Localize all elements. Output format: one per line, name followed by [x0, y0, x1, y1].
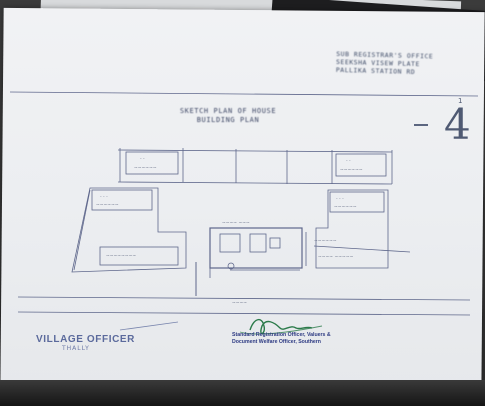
top-rule-line — [9, 91, 479, 97]
seal-line: Document Welfare Officer, Southern — [232, 339, 321, 345]
right-plot-outline — [315, 189, 389, 269]
signature-stroke — [249, 319, 313, 335]
svg-text:~~~~~~: ~~~~~~ — [96, 203, 119, 208]
house-outline — [209, 227, 303, 269]
svg-text:~~~~~~: ~~~~~~ — [134, 166, 157, 171]
svg-text:- -: - - — [346, 159, 351, 164]
right-road-line — [313, 245, 411, 253]
building-block-left — [125, 151, 179, 175]
svg-text:~~~~~~: ~~~~~~ — [334, 205, 357, 210]
table-edge — [0, 380, 485, 406]
building-block-right — [335, 153, 387, 177]
svg-text:~~~~~~~~: ~~~~~~~~ — [106, 254, 136, 259]
house-room — [249, 233, 267, 253]
top-block-row-edge — [117, 149, 393, 153]
plan-title-line: SKETCH PLAN OF HOUSE — [179, 107, 277, 115]
svg-text:~~~~ ~~~: ~~~~ ~~~ — [222, 221, 250, 226]
svg-text:- -: - - — [140, 157, 145, 162]
page-number-small: 1 — [458, 97, 463, 105]
village-officer-place: THALLY — [62, 345, 90, 352]
village-officer-title: VILLAGE OFFICER — [36, 334, 135, 345]
svg-text:- - -: - - - — [100, 195, 108, 200]
bottom-rule-line — [17, 296, 471, 301]
svg-text:- - -: - - - — [336, 197, 344, 202]
svg-text:~~~~ ~~~~~: ~~~~ ~~~~~ — [318, 255, 354, 260]
top-block-row-edge — [117, 181, 393, 185]
house-room — [269, 237, 281, 249]
seal-line: Standard Registration Officer, Valuers & — [232, 332, 331, 338]
plan-title-line: BUILDING PLAN — [196, 116, 260, 124]
registrar-seal-text: Standard Registration Officer, Valuers &… — [232, 332, 392, 346]
svg-text:~~~~: ~~~~ — [232, 301, 247, 306]
left-plot-outline — [71, 187, 187, 273]
svg-text:~~~~~~: ~~~~~~ — [340, 168, 363, 173]
svg-text:~~~~~~: ~~~~~~ — [314, 239, 337, 244]
left-lower-box — [99, 246, 179, 266]
right-building-box — [329, 191, 385, 213]
bottom-rule-line-2 — [17, 311, 471, 316]
left-building-box — [91, 189, 153, 211]
page-number: 4 — [444, 100, 471, 149]
page-number-dash — [414, 124, 428, 126]
house-room — [219, 233, 241, 253]
plan-title: SKETCH PLAN OF HOUSE BUILDING PLAN — [118, 107, 338, 125]
